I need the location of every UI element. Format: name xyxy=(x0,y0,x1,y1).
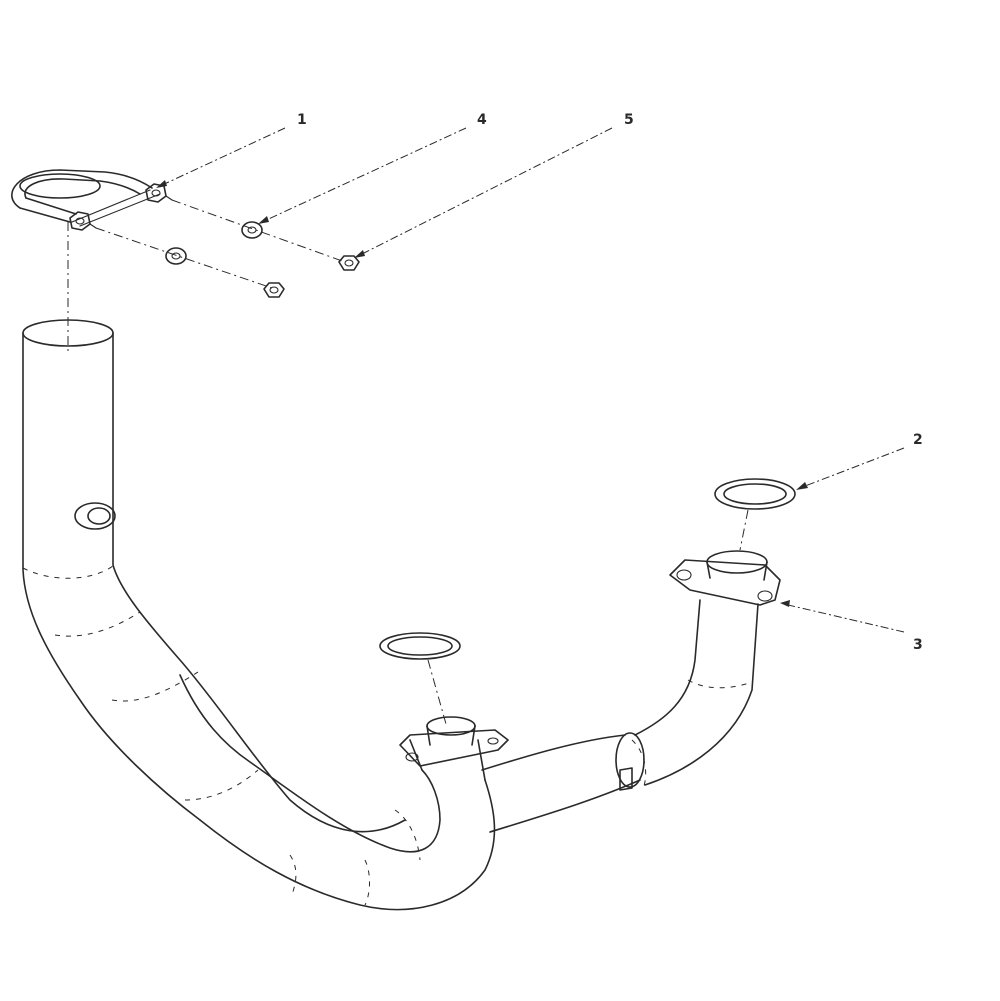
sensor-boss xyxy=(74,502,116,530)
nut-lower xyxy=(263,282,285,298)
callout-leader-5 xyxy=(354,127,613,258)
callout-leader-2 xyxy=(796,447,905,490)
u-bolt-nut-upper xyxy=(145,183,173,203)
callout-number-2: 2 xyxy=(913,432,923,448)
right-flange xyxy=(669,550,781,606)
callout-number-1: 1 xyxy=(297,112,307,128)
callout-leader-3 xyxy=(780,600,905,633)
u-bolt-clamp xyxy=(11,169,173,231)
callout-number-3: 3 xyxy=(913,637,923,653)
callout-number-4: 4 xyxy=(477,112,487,128)
u-bolt-nut-lower xyxy=(69,211,97,231)
centerline-left-gasket xyxy=(427,659,447,725)
nut-upper xyxy=(338,255,360,271)
centerline-upper-bolt xyxy=(171,199,346,263)
centerline-right-gasket xyxy=(739,509,749,551)
centerline-lower-bolt xyxy=(95,227,273,289)
callout-leader-1 xyxy=(156,127,286,188)
washer-upper xyxy=(241,221,263,239)
gasket-right xyxy=(714,478,796,510)
callout-number-5: 5 xyxy=(624,112,634,128)
exhaust-downpipe xyxy=(22,319,759,911)
left-flange xyxy=(399,716,509,767)
gasket-left xyxy=(379,632,461,660)
callout-leader-4 xyxy=(258,127,467,224)
washer-lower xyxy=(165,247,187,265)
